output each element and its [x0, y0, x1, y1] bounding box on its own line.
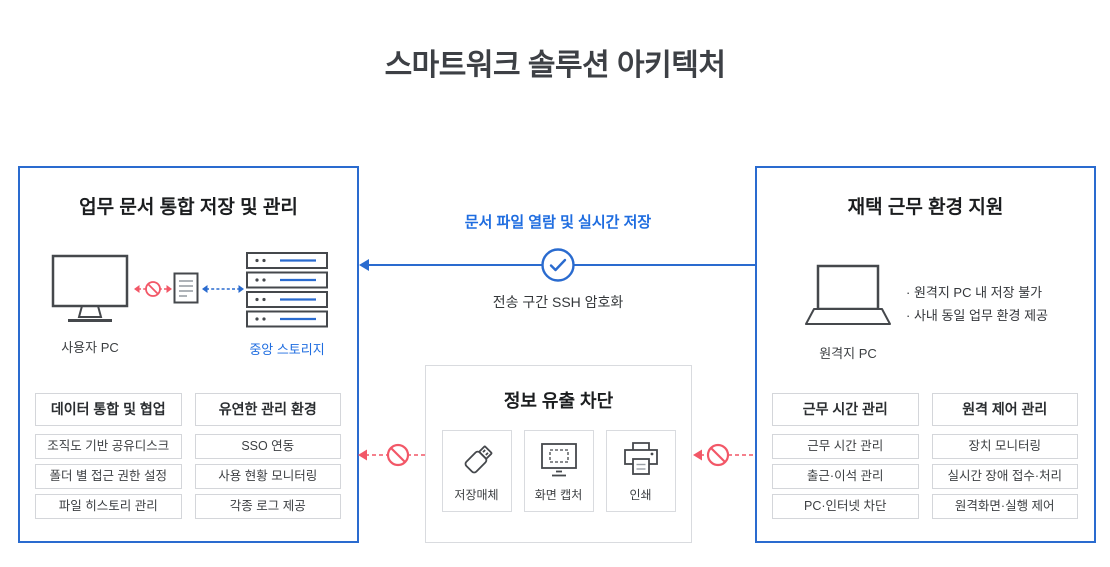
flow-top-label: 문서 파일 열람 및 실시간 저장	[464, 214, 652, 231]
laptop-icon	[805, 264, 891, 325]
note-line: · 사내 동일 업무 환경 제공	[906, 308, 1048, 323]
leak-block-title: 정보 유출 차단	[503, 391, 614, 411]
document-icon	[173, 272, 199, 304]
column-item: 실시간 장애 접수·처리	[931, 464, 1078, 489]
leak-block-cards: 저장매체 화면 캡처	[426, 430, 691, 512]
screen-capture-card: 화면 캡처	[523, 430, 594, 512]
check-circle-icon	[541, 248, 575, 282]
work-time-column: 근무 시간 관리 근무 시간 관리 출근·이석 관리 PC·인터넷 차단	[772, 393, 919, 519]
right-panel-columns: 근무 시간 관리 근무 시간 관리 출근·이석 관리 PC·인터넷 차단 원격 …	[772, 393, 1078, 519]
print-label: 인쇄	[629, 488, 652, 502]
monitor-icon	[51, 254, 129, 322]
page-title: 스마트워크 솔루션 아키텍처	[384, 49, 726, 82]
prohibition-icon-left	[358, 443, 427, 467]
column-item: SSO 연동	[194, 434, 341, 459]
server-stack-icon	[246, 252, 328, 328]
central-storage: 중앙 스토리지	[242, 252, 332, 358]
column-header: 원격 제어 관리	[931, 393, 1078, 426]
column-header: 데이터 통합 및 협업	[35, 393, 182, 426]
central-storage-label: 중앙 스토리지	[249, 342, 325, 357]
storage-media-label: 저장매체	[454, 488, 499, 502]
left-panel-columns: 데이터 통합 및 협업 조직도 기반 공유디스크 폴더 별 접근 권한 설정 파…	[35, 393, 341, 519]
right-panel: 재택 근무 환경 지원 원격지 PC · 원격지 PC 내 저장 불가 · 사내…	[755, 166, 1096, 543]
column-header: 근무 시간 관리	[772, 393, 919, 426]
left-panel-title: 업무 문서 통합 저장 및 관리	[79, 197, 298, 218]
column-item: 각종 로그 제공	[194, 494, 341, 519]
usb-storage-icon	[464, 445, 492, 474]
screen-capture-icon	[540, 443, 577, 477]
user-pc-label: 사용자 PC	[61, 340, 119, 355]
column-item: 장치 모니터링	[931, 434, 1078, 459]
screen-capture-label: 화면 캡처	[534, 488, 583, 502]
prohibition-icon-right	[693, 443, 757, 467]
printer-icon	[623, 442, 658, 475]
document	[173, 272, 199, 309]
right-panel-title: 재택 근무 환경 지원	[847, 197, 1004, 218]
leak-block-box: 정보 유출 차단 저장매체	[425, 365, 692, 543]
column-item: 조직도 기반 공유디스크	[35, 434, 182, 459]
column-item: 출근·이석 관리	[772, 464, 919, 489]
remote-pc-notes: · 원격지 PC 내 저장 불가 · 사내 동일 업무 환경 제공	[906, 281, 1048, 327]
column-item: 사용 현황 모니터링	[194, 464, 341, 489]
data-collab-column: 데이터 통합 및 협업 조직도 기반 공유디스크 폴더 별 접근 권한 설정 파…	[35, 393, 182, 519]
column-item: 파일 히스토리 관리	[35, 494, 182, 519]
user-pc: 사용자 PC	[50, 254, 130, 356]
remote-control-column: 원격 제어 관리 장치 모니터링 실시간 장애 접수·처리 원격화면·실행 제어	[931, 393, 1078, 519]
column-item: 근무 시간 관리	[772, 434, 919, 459]
blocked-link-icon	[134, 281, 172, 297]
column-item: PC·인터넷 차단	[772, 494, 919, 519]
note-line: · 원격지 PC 내 저장 불가	[906, 285, 1043, 300]
remote-pc-label: 원격지 PC	[819, 346, 877, 361]
column-item: 원격화면·실행 제어	[931, 494, 1078, 519]
flexible-mgmt-column: 유연한 관리 환경 SSO 연동 사용 현황 모니터링 각종 로그 제공	[194, 393, 341, 519]
storage-media-card: 저장매체	[441, 430, 512, 512]
print-card: 인쇄	[605, 430, 676, 512]
ssh-encryption-label: 전송 구간 SSH 암호화	[492, 294, 624, 310]
sync-link-icon	[202, 285, 244, 293]
left-panel: 업무 문서 통합 저장 및 관리 사용자 PC	[18, 166, 359, 543]
remote-pc: 원격지 PC	[798, 264, 898, 362]
column-header: 유연한 관리 환경	[194, 393, 341, 426]
column-item: 폴더 별 접근 권한 설정	[35, 464, 182, 489]
